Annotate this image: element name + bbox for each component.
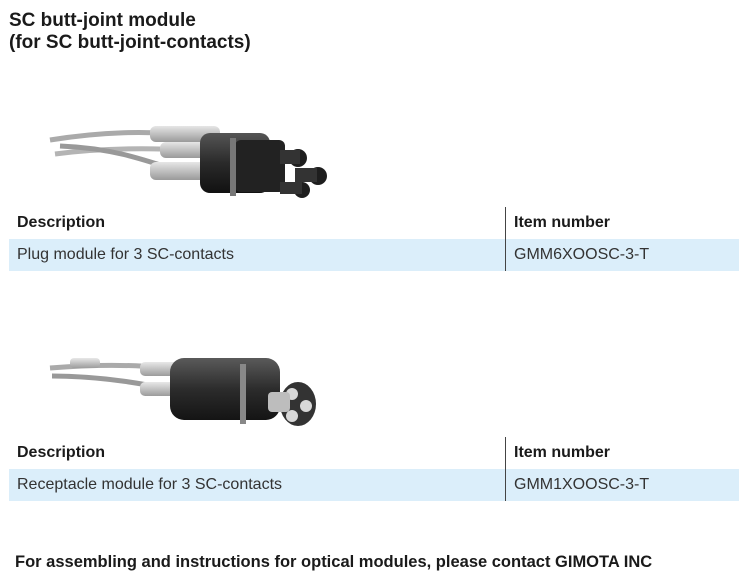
row-item-number: GMM6XOOSC-3-T: [505, 239, 739, 271]
row-description: Receptacle module for 3 SC-contacts: [17, 476, 283, 493]
table-row: Receptacle module for 3 SC-contacts GMM1…: [9, 469, 739, 501]
product-table-plug: Description Item number Plug module for …: [9, 207, 739, 271]
product-table-receptacle: Description Item number Receptacle modul…: [9, 437, 739, 501]
title-line-2: (for SC butt-joint-contacts): [9, 32, 251, 53]
row-description: Plug module for 3 SC-contacts: [17, 246, 234, 263]
page-title: SC butt-joint module (for SC butt-joint-…: [9, 10, 251, 54]
plug-module-image: [40, 118, 340, 213]
header-item-number: Item number: [505, 207, 739, 239]
title-line-1: SC butt-joint module: [9, 10, 196, 31]
row-item-number: GMM1XOOSC-3-T: [505, 469, 739, 501]
table-header-row: Description Item number: [9, 437, 739, 469]
header-description: Description: [17, 444, 106, 461]
table-header-row: Description Item number: [9, 207, 739, 239]
receptacle-module-image: [40, 348, 340, 438]
contact-note: For assembling and instructions for opti…: [15, 553, 653, 571]
header-description: Description: [17, 214, 106, 231]
header-item-number: Item number: [505, 437, 739, 469]
table-row: Plug module for 3 SC-contacts GMM6XOOSC-…: [9, 239, 739, 271]
